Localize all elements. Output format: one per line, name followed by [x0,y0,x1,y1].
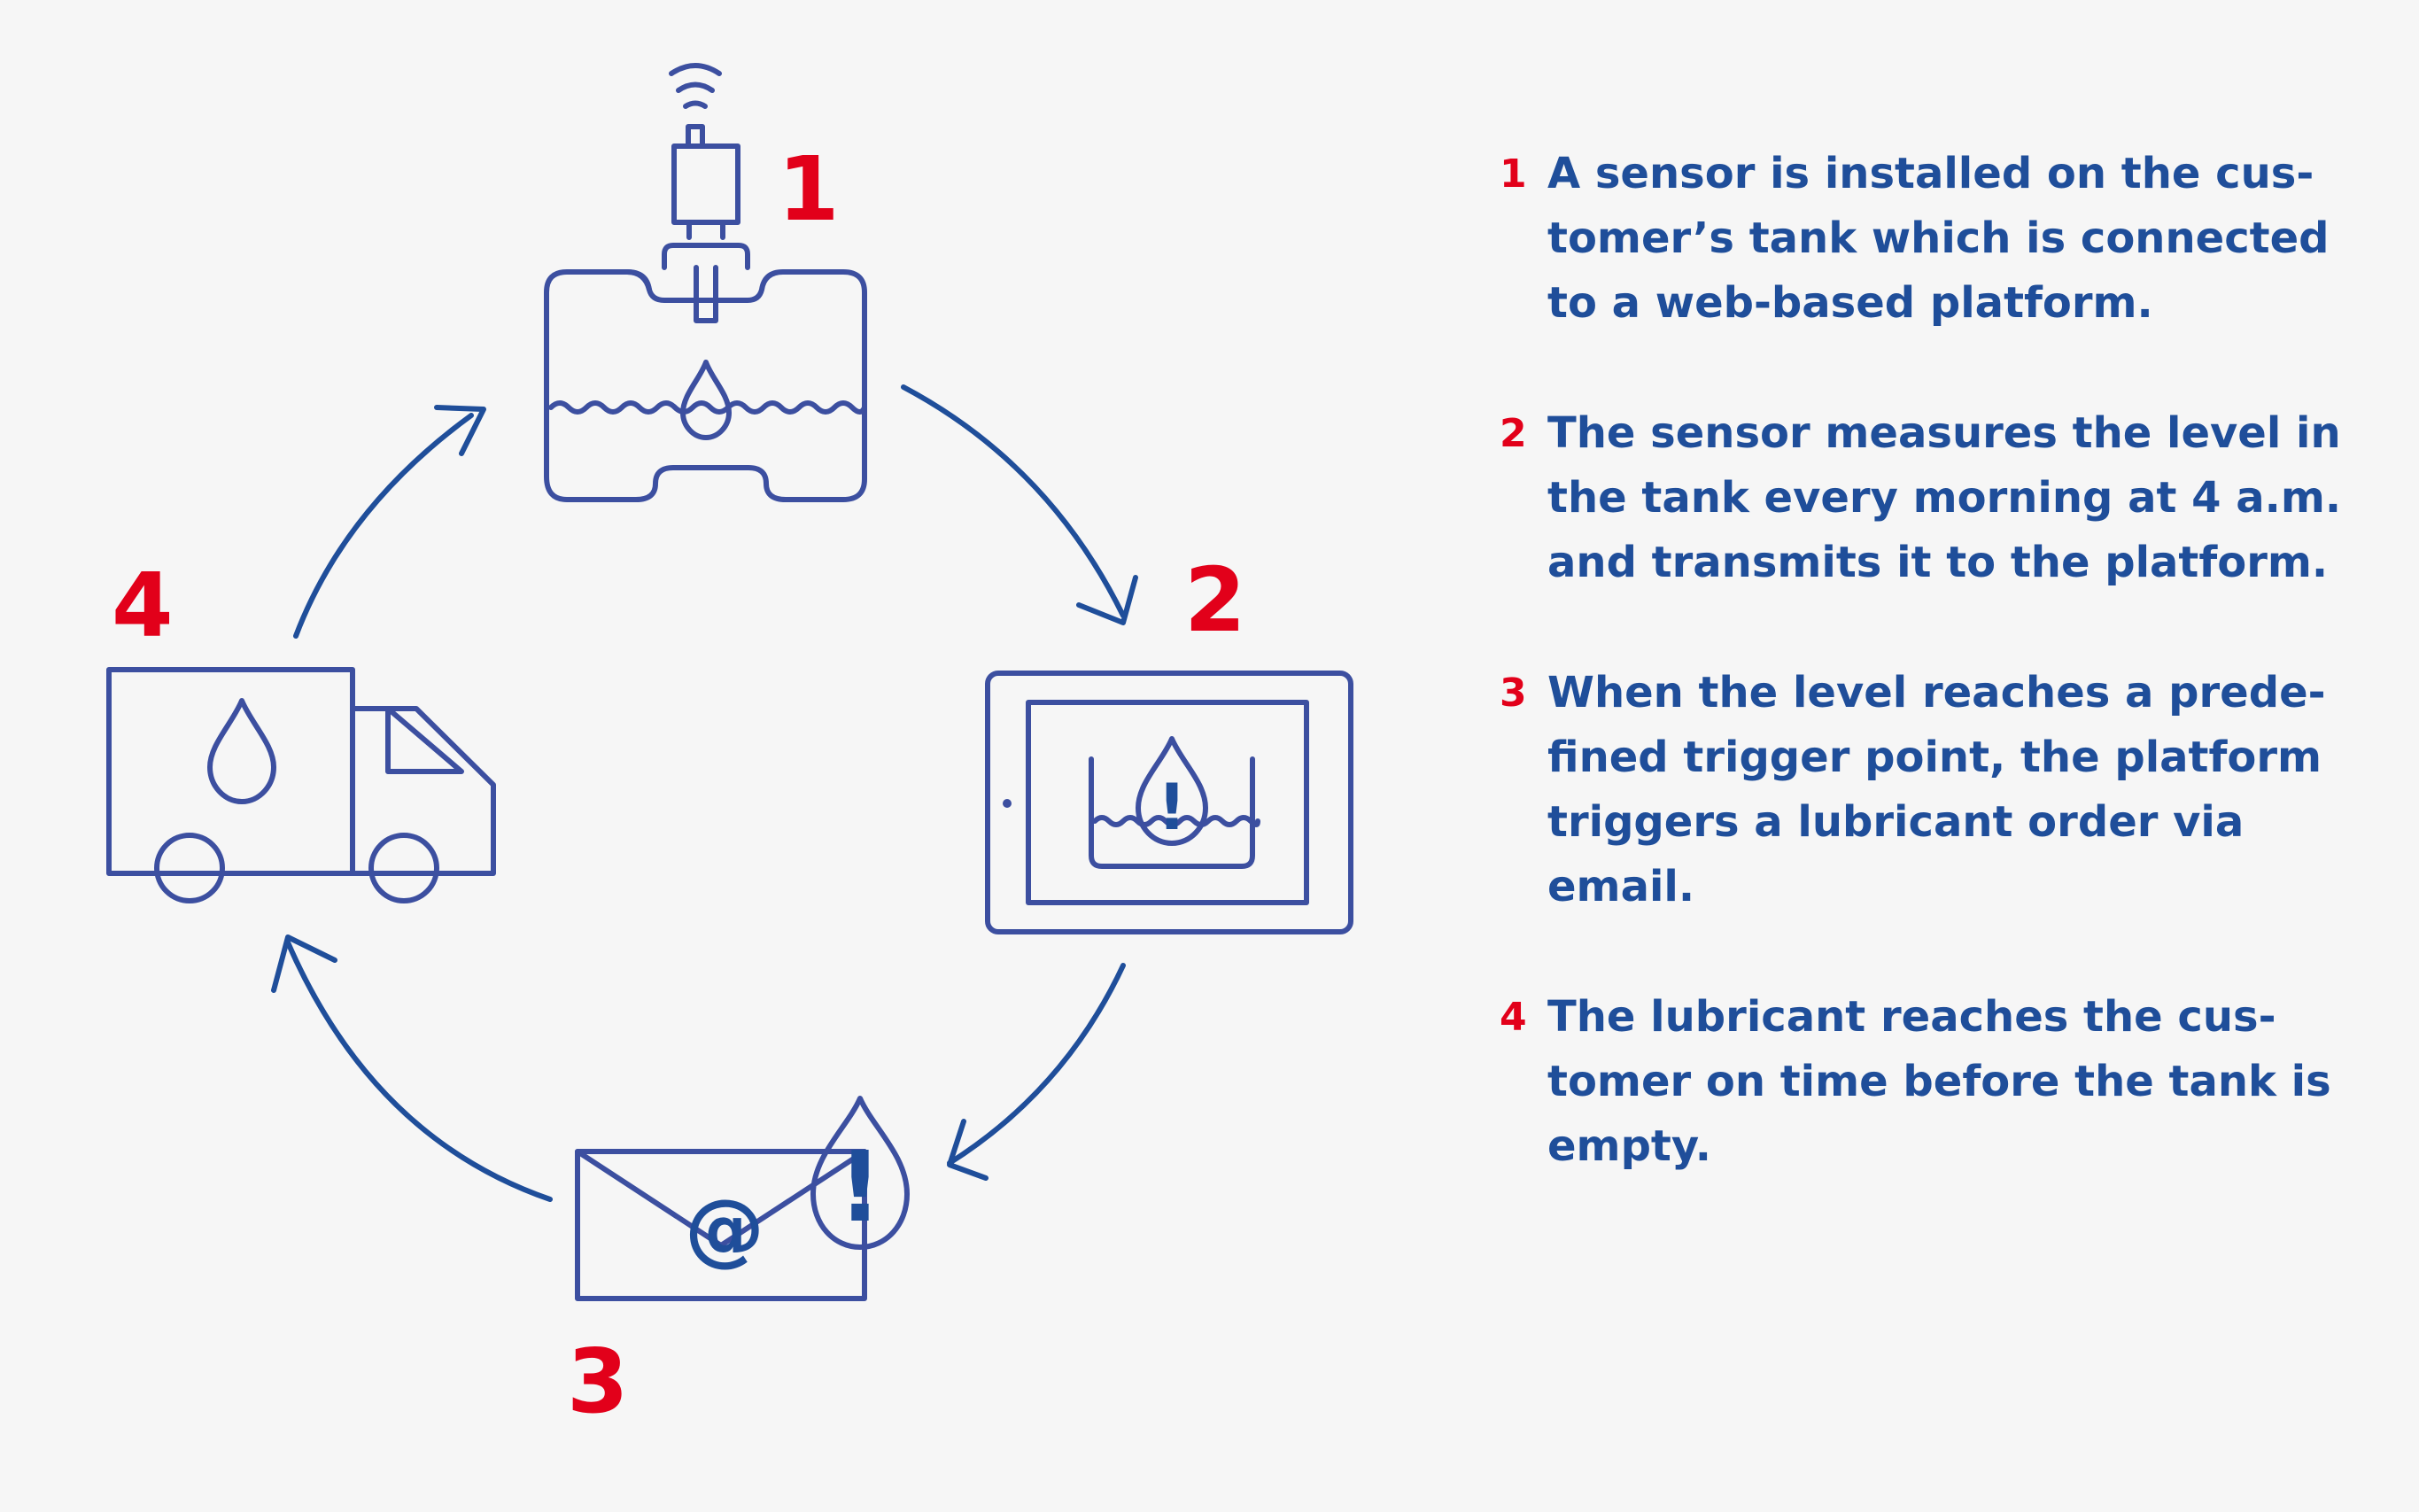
arrow-2-to-3 [947,963,1126,1181]
email-at-symbol: @ [685,1182,764,1276]
step-description: The sensor measures the level in the tan… [1547,408,2342,587]
step-item-4: 4 The lubricant reaches the cus- tomer o… [1500,985,2385,1179]
steps-list: 1 A sensor is installed on the cus- tome… [1500,142,2385,1244]
step-1-label: 1 [778,137,840,241]
email-alert-symbol: ! [838,1130,882,1244]
tablet-alert-icon: ! [985,671,1353,934]
tablet-alert-symbol: ! [1158,770,1187,844]
arrow-4-to-1 [293,405,486,639]
step-item-3: 3 When the level reaches a prede- fined … [1500,661,2385,919]
step-item-2: 2 The sensor measures the level in the t… [1500,401,2385,595]
step-number: 4 [1500,995,1527,1040]
delivery-truck-icon [106,667,496,903]
step-description: When the level reaches a prede- fined tr… [1547,668,2326,911]
arrow-1-to-2 [901,384,1138,625]
step-number: 2 [1500,411,1527,456]
step-2-label: 2 [1184,548,1246,652]
step-description: The lubricant reaches the cus- tomer on … [1547,992,2331,1171]
step-description: A sensor is installed on the cus- tomer’… [1547,149,2330,328]
step-3-label: 3 [567,1330,629,1433]
sensor-tank-icon [544,63,867,502]
step-number: 1 [1500,151,1527,197]
email-alert-icon: @ ! [575,1096,910,1301]
arrow-3-to-4 [271,934,553,1202]
step-number: 3 [1500,671,1527,716]
step-4-label: 4 [112,554,174,657]
step-item-1: 1 A sensor is installed on the cus- tome… [1500,142,2385,336]
